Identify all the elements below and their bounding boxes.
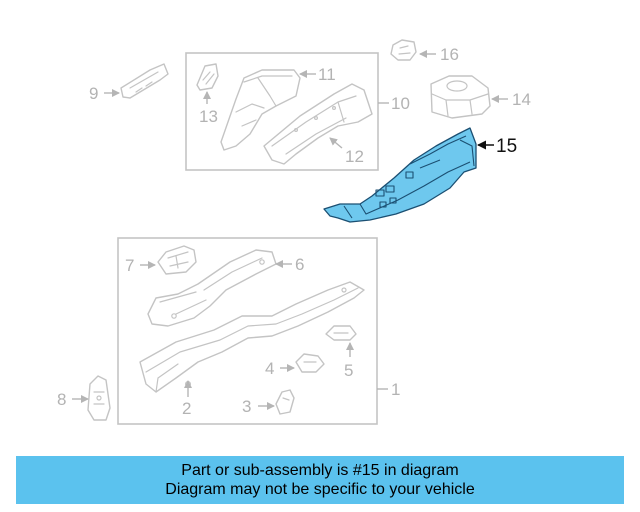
upper-assembly-group: 10 13 11 12 xyxy=(185,52,410,171)
callout-12[interactable]: 12 xyxy=(345,147,364,166)
part-3[interactable] xyxy=(275,389,295,415)
callout-16[interactable]: 16 xyxy=(440,45,459,64)
banner-line-2: Diagram may not be specific to your vehi… xyxy=(165,481,475,498)
part-8[interactable] xyxy=(87,375,111,421)
callout-1[interactable]: 1 xyxy=(391,380,400,399)
lower-assembly-frame xyxy=(117,237,378,425)
upper-assembly-frame xyxy=(185,52,379,171)
part-4[interactable] xyxy=(295,353,325,373)
callout-6[interactable]: 6 xyxy=(295,255,304,274)
info-banner: Part or sub-assembly is #15 in diagram D… xyxy=(16,456,624,504)
callout-13[interactable]: 13 xyxy=(199,107,218,126)
part-15-highlighted[interactable] xyxy=(323,127,477,223)
callout-8[interactable]: 8 xyxy=(57,390,66,409)
part-5[interactable] xyxy=(325,325,357,341)
callout-14[interactable]: 14 xyxy=(512,90,531,109)
part-13[interactable] xyxy=(196,63,219,91)
leader-line-12 xyxy=(329,137,343,149)
callout-15[interactable]: 15 xyxy=(496,136,517,157)
callout-3[interactable]: 3 xyxy=(242,397,251,416)
callout-5[interactable]: 5 xyxy=(344,361,353,380)
part-12[interactable] xyxy=(263,83,373,165)
callout-10[interactable]: 10 xyxy=(391,94,410,113)
part-7[interactable] xyxy=(157,245,197,275)
part-9[interactable] xyxy=(120,63,169,99)
part-14[interactable] xyxy=(430,75,491,119)
lower-assembly-group: 1 7 6 2 4 xyxy=(117,237,400,425)
callout-2[interactable]: 2 xyxy=(182,399,191,418)
callout-7[interactable]: 7 xyxy=(125,256,134,275)
callout-11[interactable]: 11 xyxy=(318,65,336,84)
part-16[interactable] xyxy=(390,39,417,61)
callout-4[interactable]: 4 xyxy=(265,359,274,378)
banner-line-1: Part or sub-assembly is #15 in diagram xyxy=(181,462,459,479)
callout-9[interactable]: 9 xyxy=(89,84,98,103)
part-11[interactable] xyxy=(220,69,301,151)
